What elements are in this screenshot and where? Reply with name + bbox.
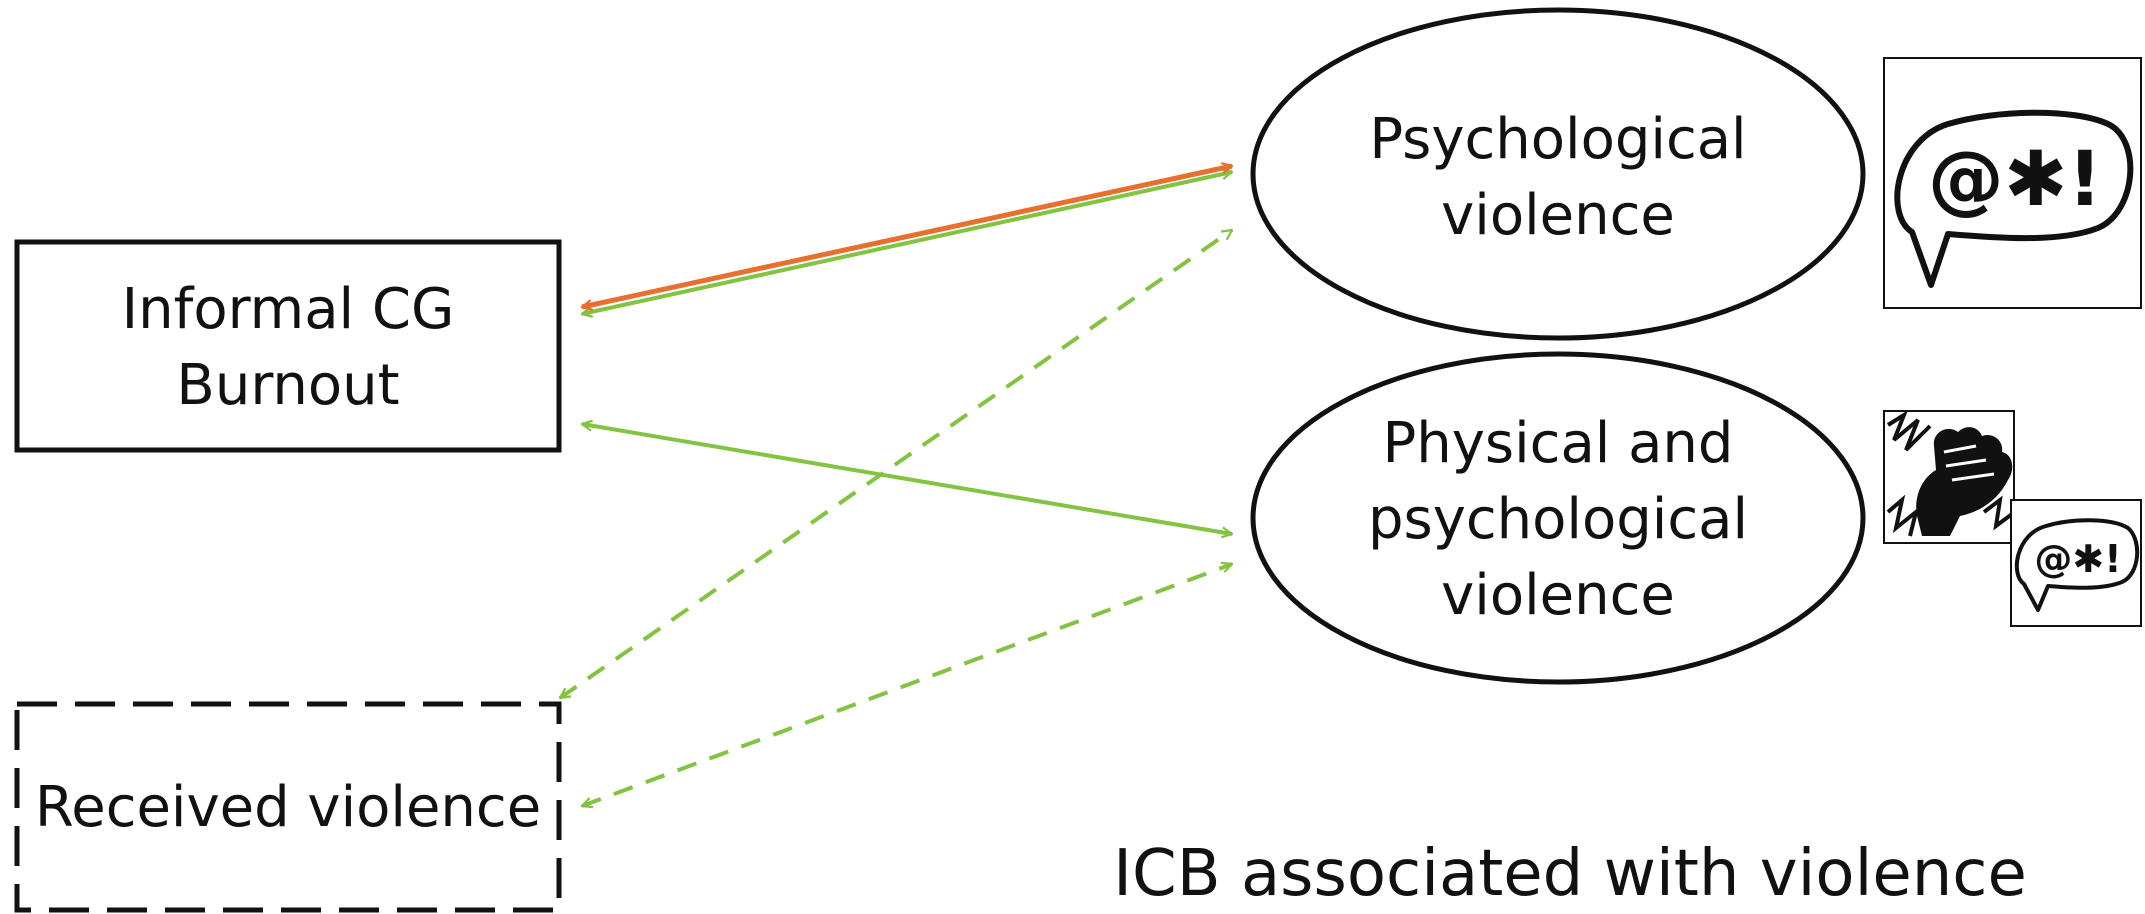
psychological-label-line1: Psychological <box>1369 107 1746 172</box>
physical-psychological-violence-node: Physical and psychological violence <box>1250 351 1866 685</box>
physical-icon-symbols: @✱! <box>2034 537 2121 581</box>
burnout-label-line1: Informal CG <box>122 277 455 342</box>
burnout-psychological-green-arrow <box>582 172 1232 314</box>
burnout-node: Informal CG Burnout <box>14 239 562 453</box>
speech-bubble-icon: @✱! <box>1883 57 2142 309</box>
burnout-psychological-orange-arrow <box>582 166 1232 307</box>
psychological-label-line2: violence <box>1441 183 1675 248</box>
received-violence-node: Received violence <box>14 701 562 913</box>
psychological-icon-symbols: @✱! <box>1928 134 2102 223</box>
psychological-violence-node: Psychological violence <box>1250 7 1866 341</box>
physical-label-line1: Physical and <box>1383 411 1734 476</box>
small-speech-bubble-icon: @✱! <box>2010 499 2142 627</box>
received-violence-label: Received violence <box>35 775 541 840</box>
received-physical-dashed-arrow <box>582 564 1232 806</box>
burnout-physical-green-arrow <box>582 424 1232 534</box>
received-psychological-dashed-arrow <box>560 228 1232 700</box>
diagram-caption: ICB associated with violence <box>1113 837 2027 911</box>
burnout-label-line2: Burnout <box>176 353 399 418</box>
physical-label-line2: psychological <box>1368 487 1748 552</box>
fist-icon <box>1883 410 2015 544</box>
physical-label-line3: violence <box>1441 563 1675 628</box>
